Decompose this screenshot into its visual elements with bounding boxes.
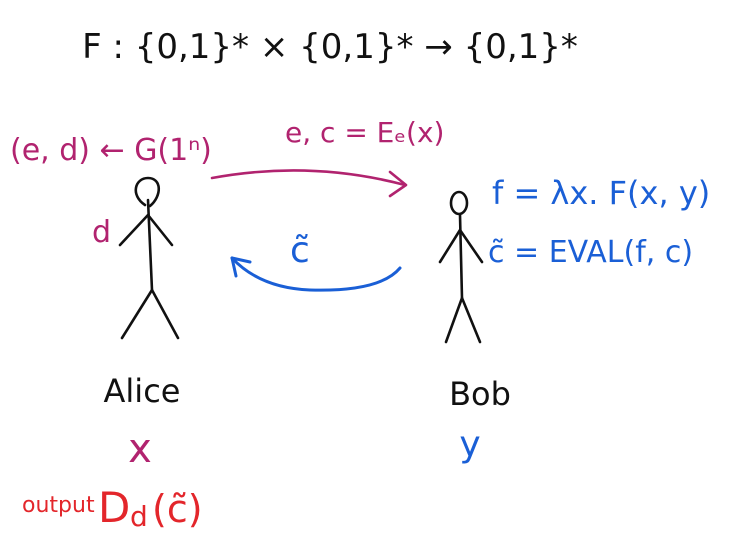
arrow-to-bob-head <box>388 170 408 198</box>
alice-input: x <box>128 426 152 472</box>
alice-legs <box>120 288 180 340</box>
bob-arms <box>438 228 484 264</box>
message-to-bob-label: e, c = Eₑ(x) <box>285 116 444 149</box>
bob-body <box>458 213 464 300</box>
alice-output-word: output <box>22 493 95 518</box>
alice-output-expr: D <box>98 483 130 532</box>
arrow-to-alice <box>230 256 402 292</box>
alice-keygen: (e, d) ← G(1ⁿ) <box>10 133 212 168</box>
bob-function-def: f = λx. F(x, y) <box>492 174 710 212</box>
bob-legs <box>444 296 482 344</box>
alice-body <box>146 198 154 292</box>
alice-output-sub: d <box>130 500 148 533</box>
arrow-to-alice-head <box>230 256 252 278</box>
alice-output-arg: (c̃) <box>152 487 203 531</box>
bob-figure <box>438 190 484 344</box>
alice-key-label: d <box>92 215 111 250</box>
message-to-alice-label: c̃ <box>290 230 310 271</box>
bob-eval-def: c̃ = EVAL(f, c) <box>488 235 693 270</box>
bob-input: y <box>459 424 480 465</box>
arrow-to-bob <box>210 169 407 187</box>
alice-name: Alice <box>104 372 181 410</box>
alice-arms <box>118 213 174 247</box>
bob-name: Bob <box>449 375 511 413</box>
alice-figure <box>118 176 180 340</box>
alice-head <box>134 176 161 208</box>
bob-head <box>449 190 469 216</box>
function-signature: F : {0,1}* × {0,1}* → {0,1}* <box>82 27 578 67</box>
